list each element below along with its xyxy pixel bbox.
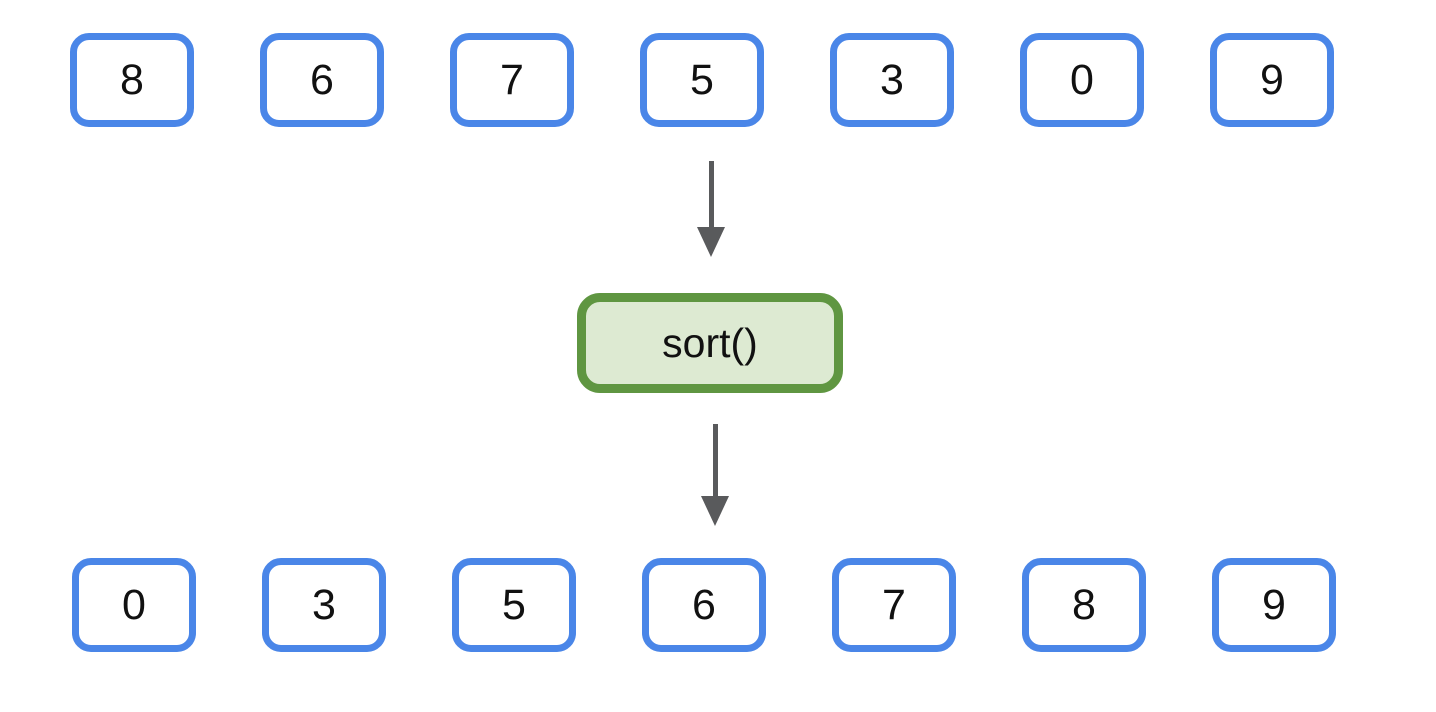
sort-function-label: sort() [662, 319, 758, 366]
arrow-head [697, 227, 725, 257]
sorted-array-row: 0 3 5 6 7 8 9 [72, 558, 1336, 652]
array-item-box: 5 [640, 33, 764, 127]
array-item-box: 9 [1212, 558, 1336, 652]
array-item-box: 6 [260, 33, 384, 127]
array-item-box: 9 [1210, 33, 1334, 127]
array-item-box: 8 [70, 33, 194, 127]
arrow-shaft [712, 424, 718, 496]
array-item-box: 5 [452, 558, 576, 652]
unsorted-array-row: 8 6 7 5 3 0 9 [70, 33, 1334, 127]
down-arrow-icon [701, 424, 729, 526]
array-item-box: 3 [830, 33, 954, 127]
array-item-box: 0 [72, 558, 196, 652]
array-item-box: 3 [262, 558, 386, 652]
down-arrow-icon [697, 161, 725, 257]
array-item-box: 0 [1020, 33, 1144, 127]
array-item-box: 6 [642, 558, 766, 652]
array-item-box: 7 [832, 558, 956, 652]
array-item-box: 7 [450, 33, 574, 127]
array-item-box: 8 [1022, 558, 1146, 652]
arrow-shaft [708, 161, 714, 227]
arrow-head [701, 496, 729, 526]
sort-function-box: sort() [577, 293, 843, 393]
